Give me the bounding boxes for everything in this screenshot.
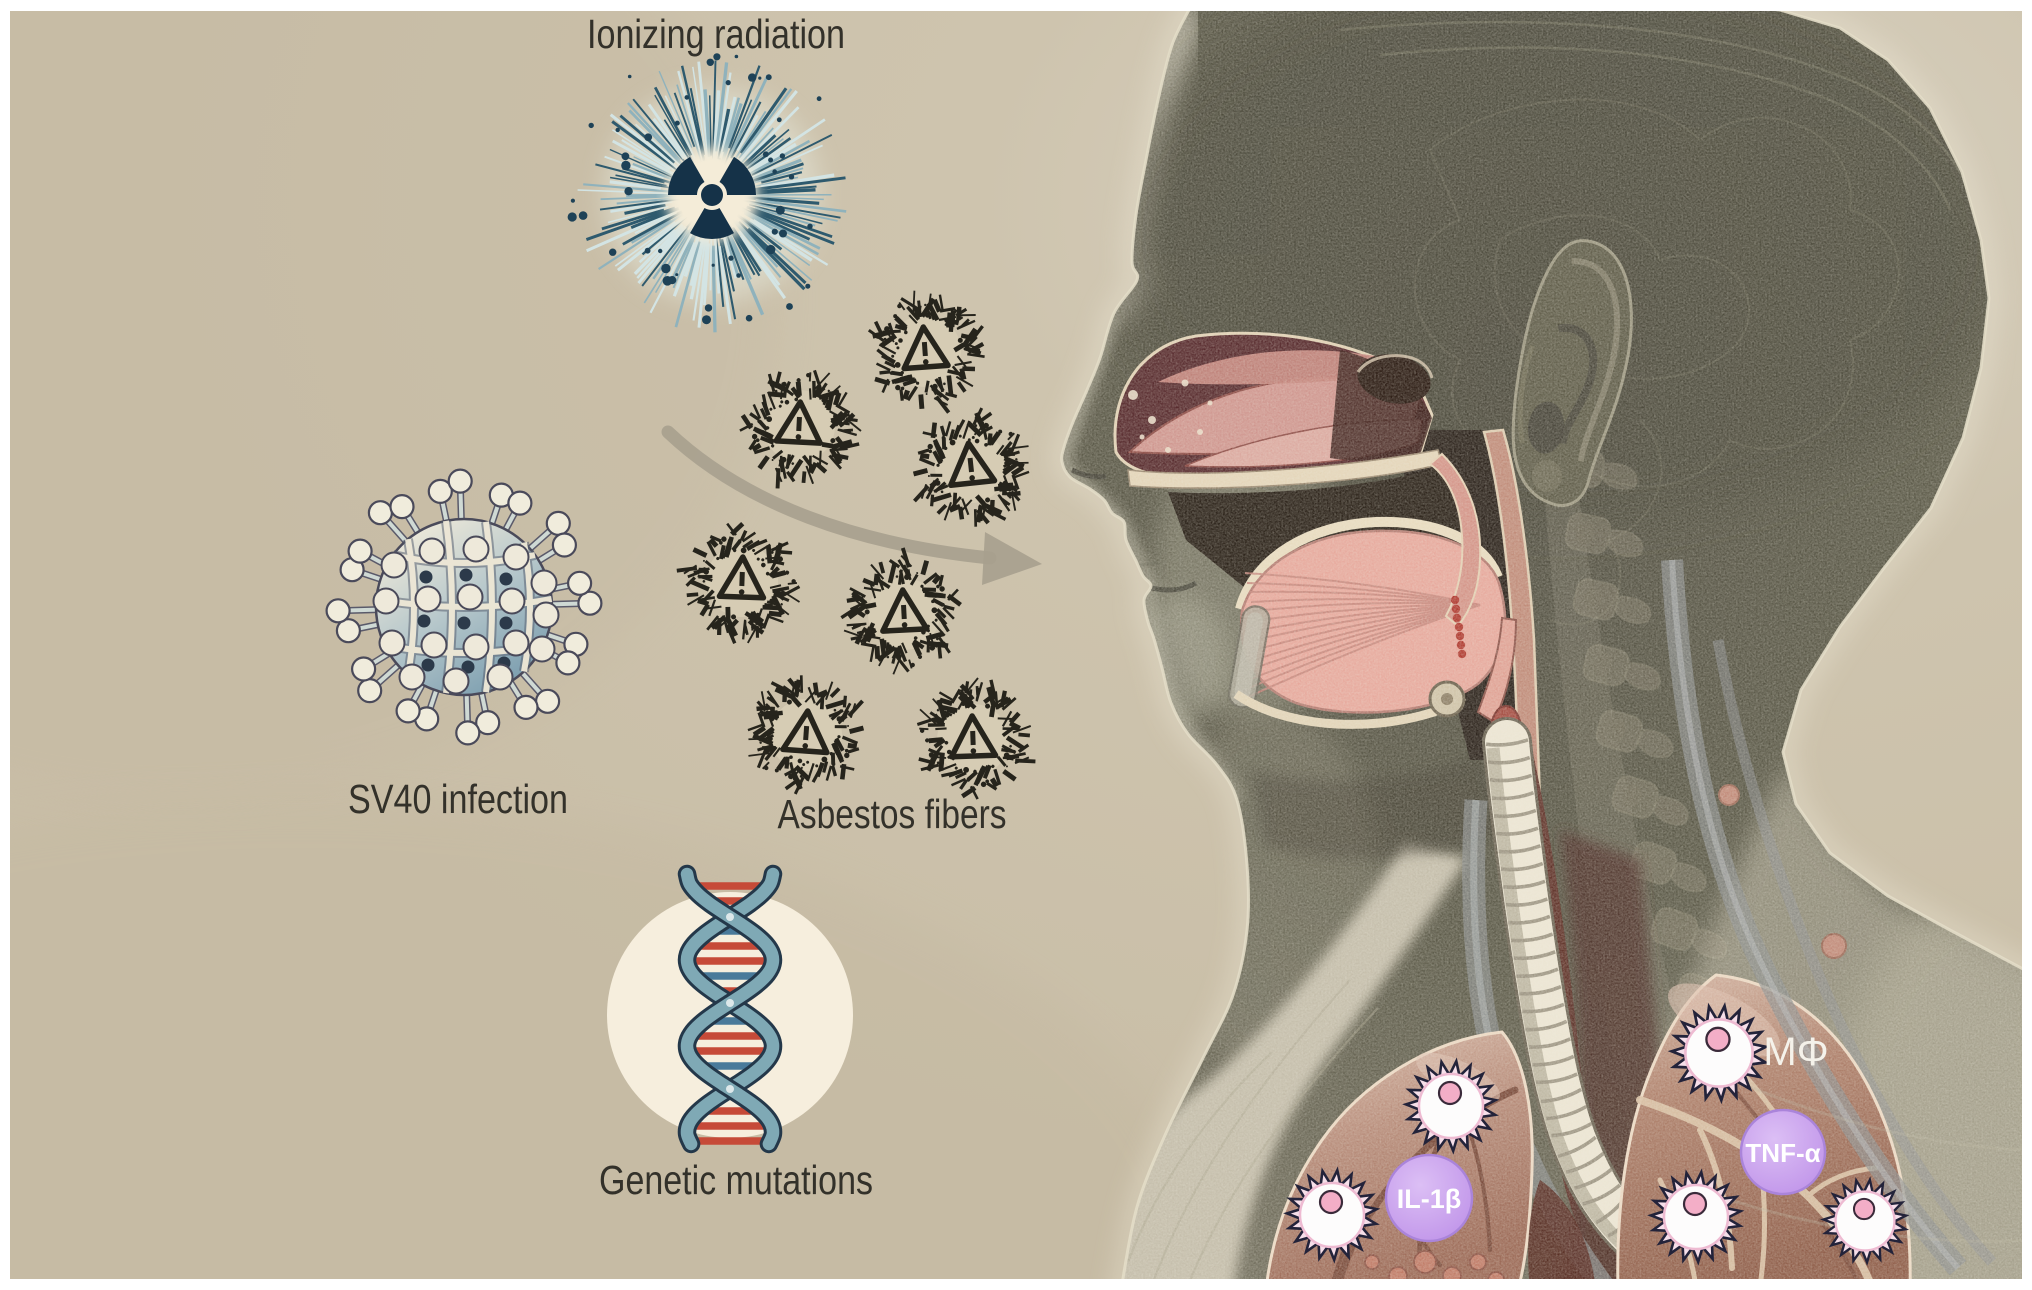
- svg-text:Asbestos fibers: Asbestos fibers: [778, 791, 1007, 837]
- svg-text:SV40 infection: SV40 infection: [348, 776, 568, 822]
- svg-text:MΦ: MΦ: [1763, 1030, 1828, 1074]
- svg-text:Genetic mutations: Genetic mutations: [599, 1157, 873, 1203]
- svg-text:IL-1β: IL-1β: [1397, 1184, 1461, 1214]
- svg-text:TNF-α: TNF-α: [1745, 1138, 1820, 1168]
- svg-text:Ionizing radiation: Ionizing radiation: [587, 11, 845, 57]
